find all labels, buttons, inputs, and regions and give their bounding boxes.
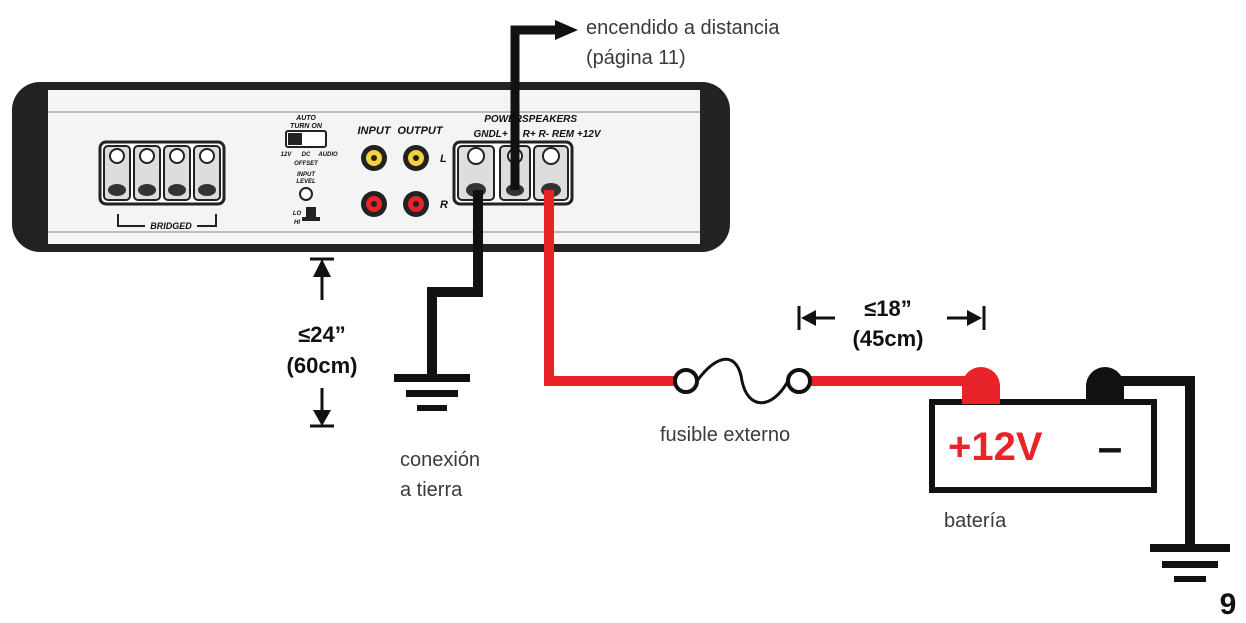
ground-symbol <box>394 374 470 411</box>
channel-r-label: R <box>440 199 448 211</box>
speakers-label: SPEAKERS <box>522 114 577 125</box>
output-label: OUTPUT <box>397 125 444 137</box>
ground-label-line2: a tierra <box>400 479 463 501</box>
battery-positive-label: +12V <box>948 425 1043 469</box>
battery: +12V – <box>929 367 1157 493</box>
switch-dc-label: DC <box>302 152 311 158</box>
external-fuse <box>673 357 812 405</box>
battery-ground-wire <box>1105 376 1230 582</box>
positive-wire <box>544 190 980 386</box>
battery-label: batería <box>944 510 1007 532</box>
page-number: 9 <box>1220 588 1237 621</box>
remote-wire <box>510 20 578 190</box>
fuse-length-cm: (45cm) <box>853 326 924 351</box>
rca-jacks: INPUT OUTPUT L R <box>358 125 448 217</box>
fuse-length-dimension: ≤18” (45cm) <box>797 296 986 351</box>
terminal-labels: GNDL+ L- R+ R- REM +12V <box>474 129 602 140</box>
bridged-label: BRIDGED <box>150 221 192 231</box>
fuse-length-in: ≤18” <box>864 296 912 321</box>
battery-positive-terminal <box>962 367 1000 404</box>
power-label: POWER <box>484 114 523 125</box>
input-level-control[interactable]: INPUT LEVEL LO HI <box>293 172 320 226</box>
input-label: INPUT <box>358 125 392 137</box>
hi-label: HI <box>294 220 300 226</box>
ground-wire <box>427 190 483 376</box>
switch-audio-label: AUDIO <box>317 152 338 158</box>
auto-label: AUTO <box>295 115 316 122</box>
amplifier: BRIDGED AUTO TURN ON 12V DC AUDIO OFFSET… <box>12 82 730 252</box>
battery-negative-label: – <box>1098 423 1122 472</box>
ground-label-line1: conexión <box>400 449 480 471</box>
channel-l-label: L <box>440 153 447 165</box>
input-level-label-2: LEVEL <box>296 179 316 185</box>
fuse-label: fusible externo <box>660 424 790 446</box>
lo-label: LO <box>293 211 302 217</box>
speaker-terminal-block: BRIDGED <box>98 140 226 231</box>
auto-turn-on-switch[interactable]: AUTO TURN ON 12V DC AUDIO OFFSET <box>281 115 338 167</box>
input-level-label-1: INPUT <box>297 172 316 178</box>
ground-length-dimension: ≤24” (60cm) <box>287 257 358 428</box>
ground-length-cm: (60cm) <box>287 353 358 378</box>
remote-label-line1: encendido a distancia <box>586 17 780 39</box>
switch-12v-label: 12V <box>281 152 293 158</box>
remote-label-line2: (página 11) <box>586 47 686 69</box>
offset-label: OFFSET <box>294 161 319 167</box>
ground-length-in: ≤24” <box>298 322 346 347</box>
turn-on-label: TURN ON <box>290 123 323 130</box>
